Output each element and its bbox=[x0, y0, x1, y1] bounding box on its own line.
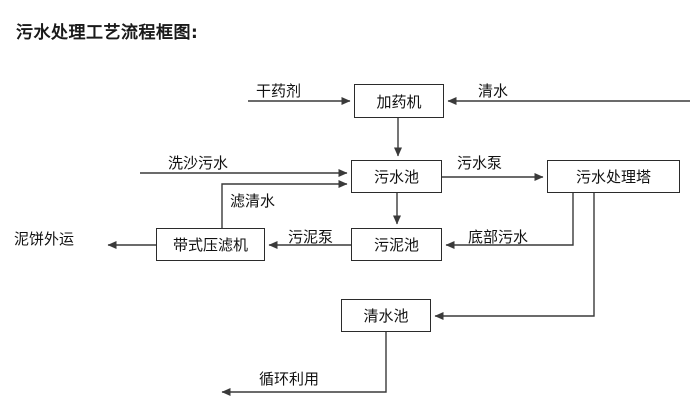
edge-label-filtered-water: 滤清水 bbox=[230, 192, 276, 210]
node-label-wastewater-pool: 污水池 bbox=[373, 168, 419, 186]
edge-label-recycling-reuse: 循环利用 bbox=[259, 370, 320, 388]
connector-bottom-wastewater bbox=[445, 193, 574, 249]
node-wastewater-pool[interactable]: 污水池 bbox=[351, 160, 442, 193]
edge-label-sludge-pump: 污泥泵 bbox=[288, 228, 334, 246]
edge-label-bottom-wastewater: 底部污水 bbox=[468, 228, 529, 246]
connector-tower-to-clear-water-pool bbox=[434, 193, 595, 320]
connector-recycling-reuse bbox=[221, 332, 387, 396]
node-label-belt-filter-press: 带式压滤机 bbox=[172, 236, 248, 254]
node-label-dosing-machine: 加药机 bbox=[376, 92, 422, 111]
edge-label-wastewater-pump: 污水泵 bbox=[457, 154, 503, 172]
edge-label-sand-wash-water: 洗沙污水 bbox=[168, 154, 229, 172]
connector-filtered-water bbox=[221, 180, 348, 228]
edge-label-clean-water: 清水 bbox=[478, 82, 509, 100]
node-belt-filter-press[interactable]: 带式压滤机 bbox=[156, 228, 265, 261]
node-dosing-machine[interactable]: 加药机 bbox=[354, 84, 444, 118]
node-label-clear-water-pool: 清水池 bbox=[363, 307, 409, 325]
page-title: 污水处理工艺流程框图: bbox=[16, 23, 199, 43]
terminal-label-mud-cake-transport: 泥饼外运 bbox=[14, 230, 75, 248]
node-label-sludge-pool: 污泥池 bbox=[373, 236, 419, 254]
node-clear-water-pool[interactable]: 清水池 bbox=[341, 299, 431, 332]
node-label-treatment-tower: 污水处理塔 bbox=[575, 168, 651, 186]
node-sludge-pool[interactable]: 污泥池 bbox=[351, 228, 442, 261]
node-treatment-tower[interactable]: 污水处理塔 bbox=[547, 160, 680, 193]
edge-label-dry-chemical: 干药剂 bbox=[256, 82, 302, 100]
